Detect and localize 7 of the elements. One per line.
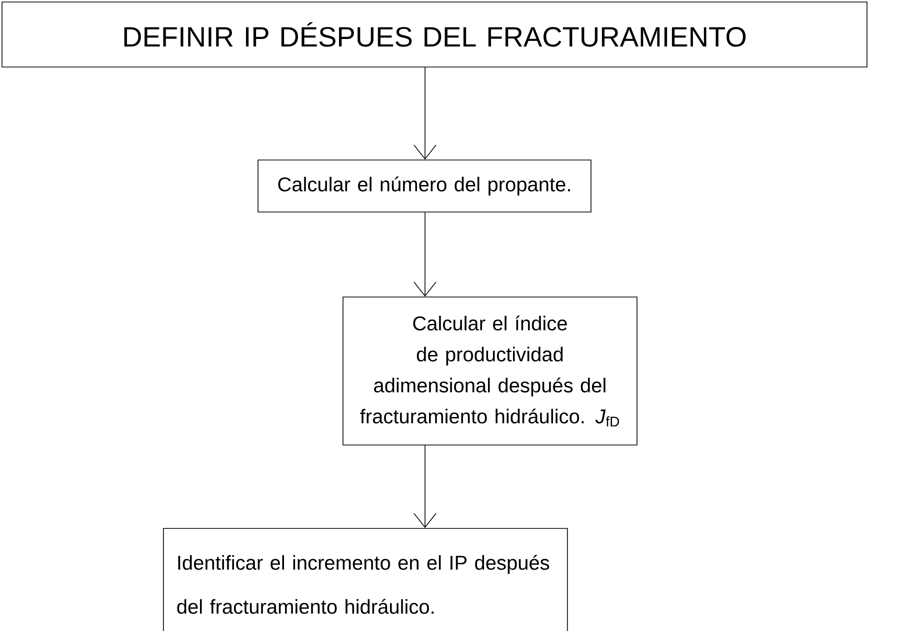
- process-box: Identificar el incremento en el IP después del fracturamiento hidráulico.: [163, 528, 568, 631]
- title-box: DEFINIR IP DÉSPUES DEL FRACTURAMIENTO: [2, 2, 868, 68]
- arrow: [414, 445, 436, 528]
- arrow: [414, 67, 436, 160]
- arrow: [414, 212, 436, 297]
- process-box: Calcular el número del propante.: [258, 160, 592, 212]
- process-box: Calcular el índice de productividad adimensional después del fracturamiento hidráulico. J$_{fD}$: [342, 296, 638, 446]
